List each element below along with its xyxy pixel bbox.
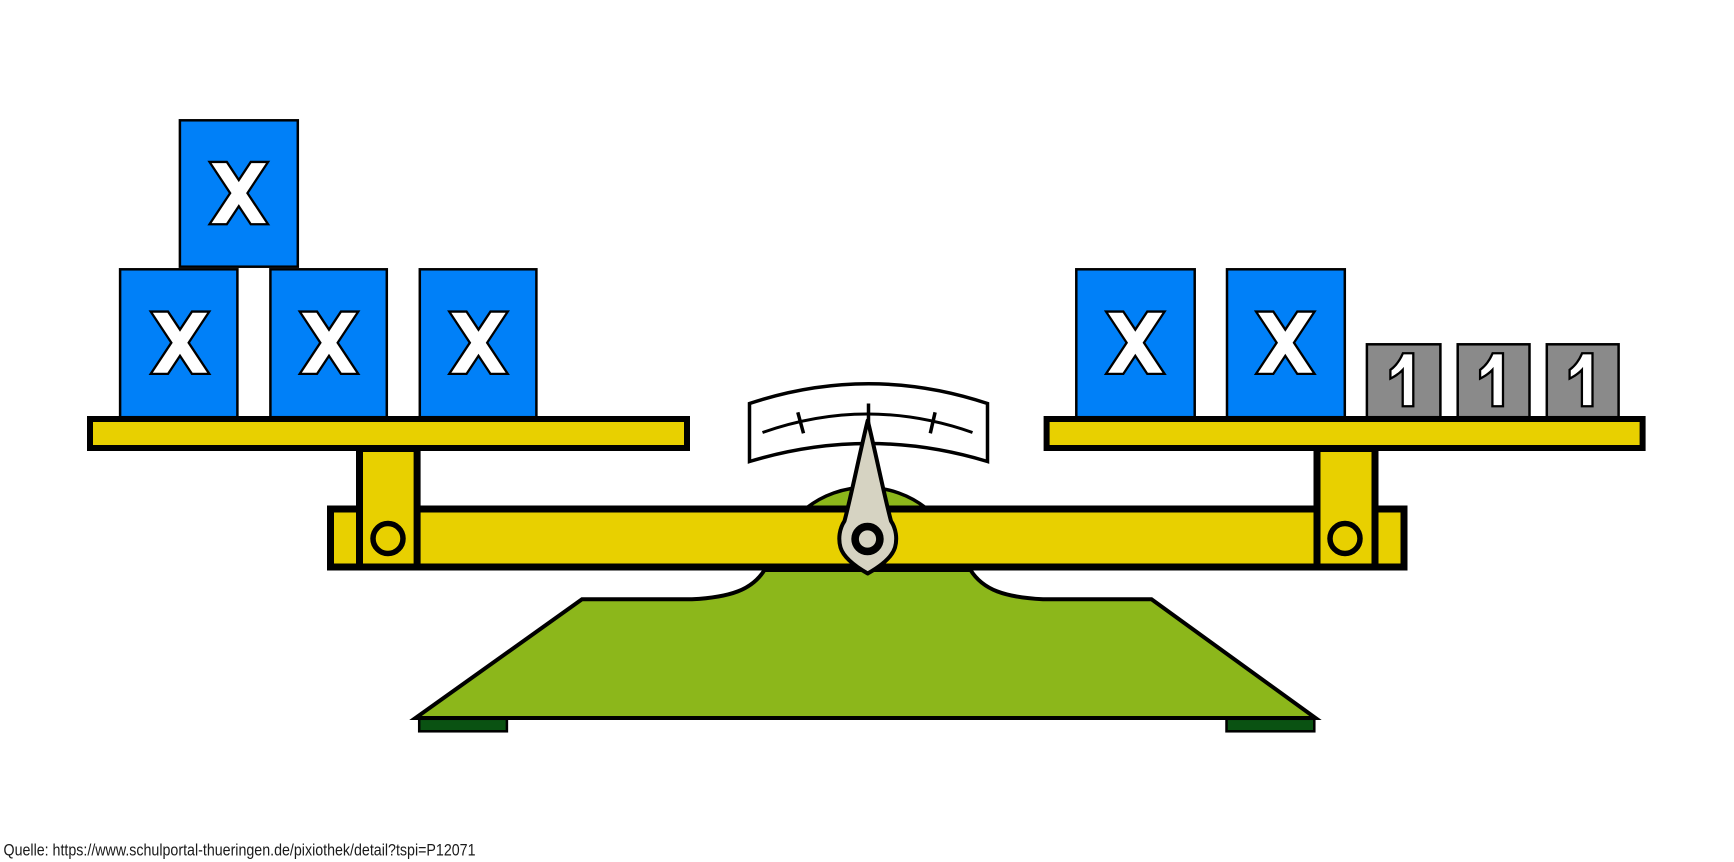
svg-text:Quelle: https://www.schulporta: Quelle: https://www.schulportal-thuering… xyxy=(4,842,476,860)
